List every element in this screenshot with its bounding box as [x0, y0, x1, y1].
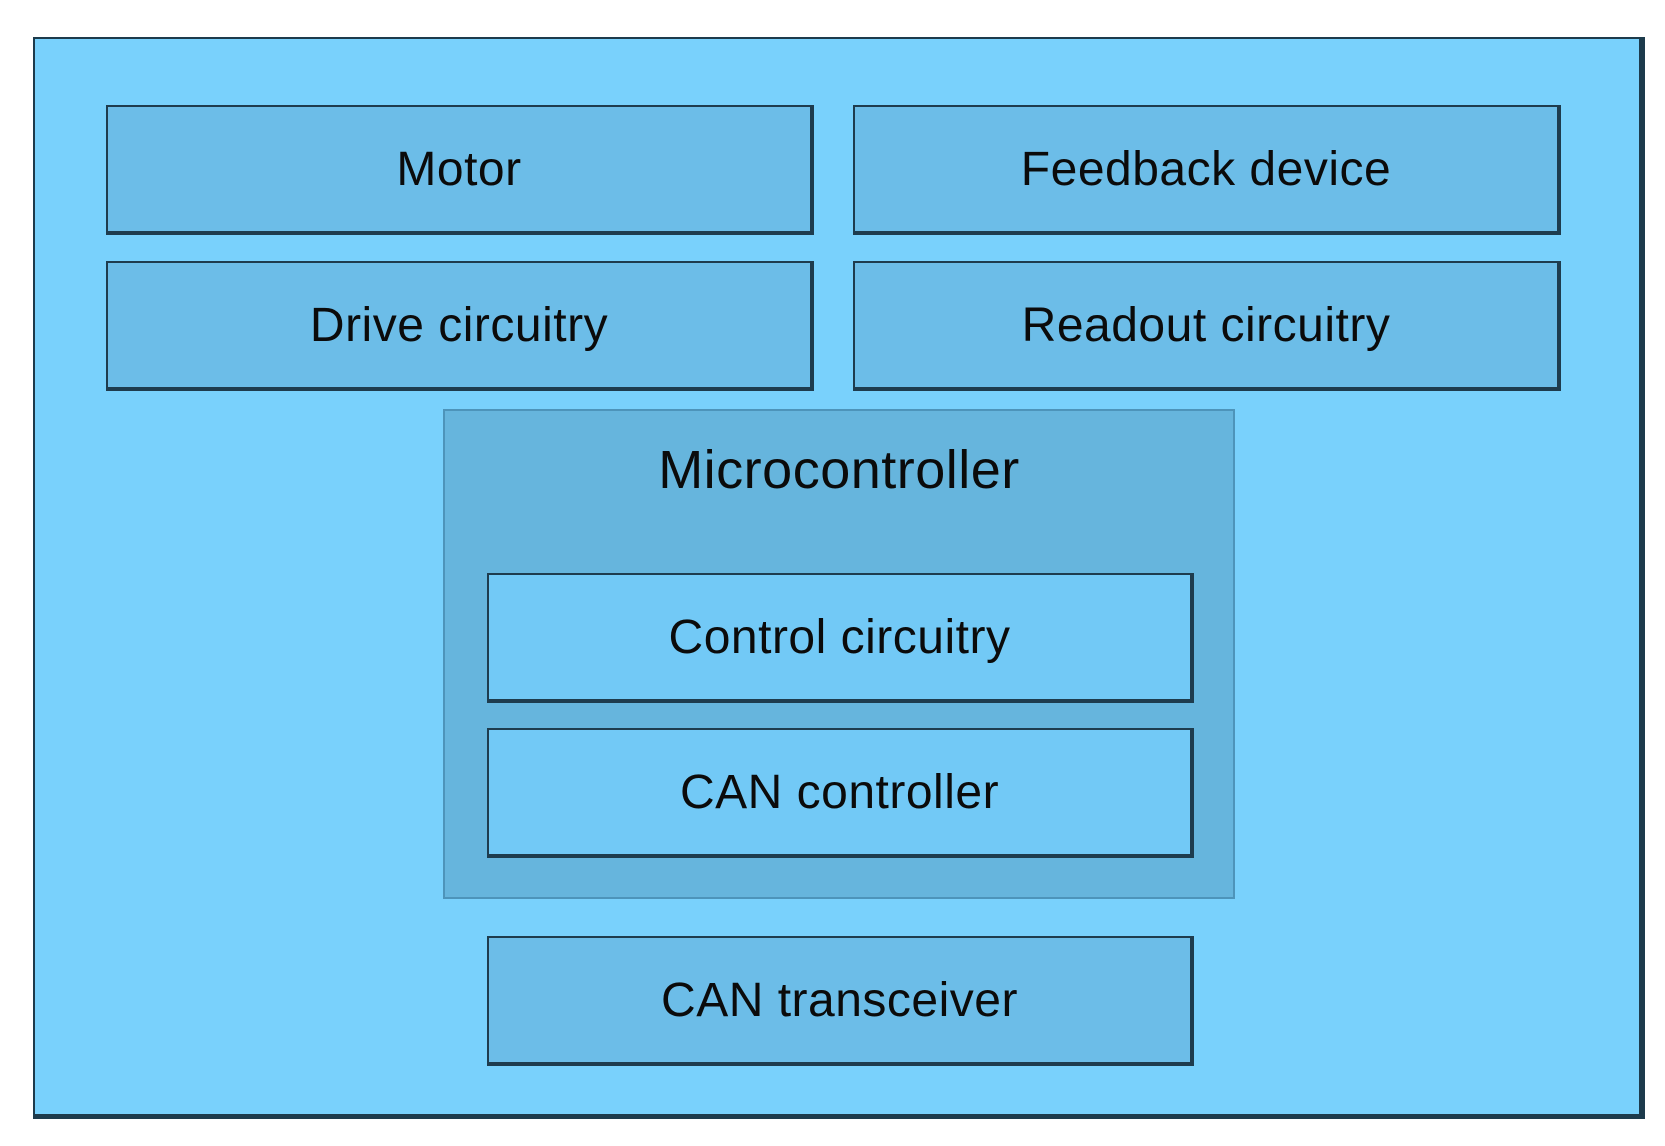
motor-label: Motor	[396, 142, 522, 196]
drive-circuitry-label: Drive circuitry	[309, 298, 609, 352]
can-transceiver-label: CAN transceiver	[661, 973, 1018, 1027]
can-controller-block: CAN controller	[487, 728, 1194, 858]
control-circuitry-label: Control circuitry	[668, 610, 1011, 664]
microcontroller-label: Microcontroller	[658, 440, 1020, 500]
drive-circuitry-block: Drive circuitry	[106, 261, 814, 391]
control-circuitry-block: Control circuitry	[487, 573, 1194, 703]
can-controller-label: CAN controller	[679, 765, 1000, 819]
motor-block: Motor	[106, 105, 814, 235]
readout-circuitry-block: Readout circuitry	[853, 261, 1561, 391]
feedback-device-block: Feedback device	[853, 105, 1561, 235]
readout-circuitry-label: Readout circuitry	[1021, 298, 1391, 352]
feedback-device-label: Feedback device	[1020, 142, 1392, 196]
can-transceiver-block: CAN transceiver	[487, 936, 1194, 1066]
